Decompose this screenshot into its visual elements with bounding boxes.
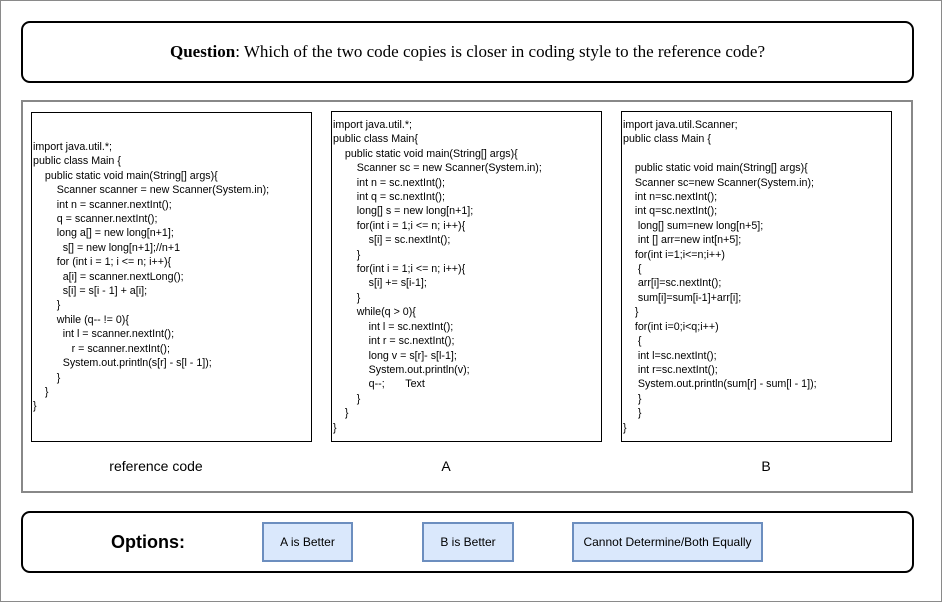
b-is-better-button[interactable]: B is Better (422, 522, 514, 562)
code-a-panel: import java.util.*; public class Main{ p… (331, 111, 602, 442)
question-box: Question: Which of the two code copies i… (21, 21, 914, 83)
code-b-caption: B (761, 458, 771, 474)
reference-code-panel: import java.util.*; public class Main { … (31, 112, 312, 442)
options-box: Options: A is Better B is Better Cannot … (21, 511, 914, 573)
code-a-caption: A (441, 458, 451, 474)
options-label: Options: (111, 532, 185, 552)
code-b-panel: import java.util.Scanner; public class M… (621, 111, 892, 442)
code-b-text: import java.util.Scanner; public class M… (623, 119, 817, 434)
question-label: Question (170, 42, 236, 61)
reference-code-text: import java.util.*; public class Main { … (33, 141, 270, 413)
question-text: Question: Which of the two code copies i… (170, 42, 765, 62)
a-is-better-button[interactable]: A is Better (262, 522, 353, 562)
reference-code-caption: reference code (109, 458, 203, 474)
cannot-determine-button[interactable]: Cannot Determine/Both Equally (572, 522, 763, 562)
question-body: : Which of the two code copies is closer… (235, 42, 765, 61)
code-a-text: import java.util.*; public class Main{ p… (333, 119, 542, 434)
